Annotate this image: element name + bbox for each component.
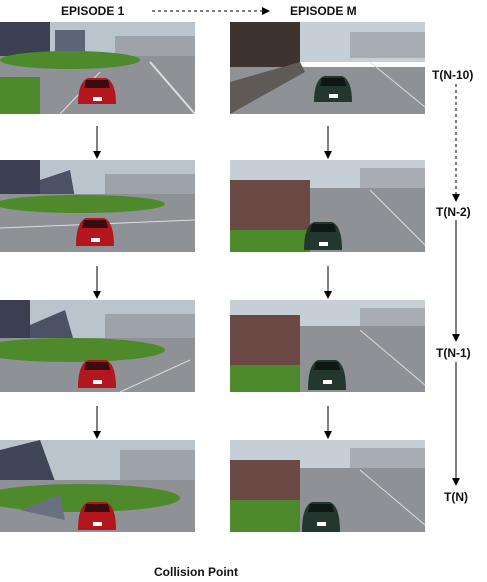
street-scene-image: [230, 160, 425, 252]
green-car: [308, 360, 346, 390]
episode-1-frame-t-n-2: [0, 160, 195, 252]
street-scene-image: [230, 300, 425, 392]
episode-1-frame-t-n: [0, 440, 195, 532]
time-label-n: T(N): [444, 490, 468, 504]
roundabout-scene-image: [0, 300, 195, 392]
episode-m-frame-t-n-2: [230, 160, 425, 252]
episode-1-title: EPISODE 1: [61, 4, 125, 18]
roundabout-scene-image: [0, 160, 195, 252]
time-label-n-10: T(N-10): [432, 68, 474, 82]
episode-m-title: EPISODE M: [290, 4, 357, 18]
street-scene-image: [230, 440, 425, 532]
red-car: [76, 218, 114, 246]
time-label-n-2: T(N-2): [436, 205, 471, 219]
green-car: [314, 76, 352, 102]
red-car: [78, 502, 116, 530]
green-car: [304, 222, 342, 250]
episode-1-frame-t-n-1: [0, 300, 195, 392]
roundabout-scene-image: [0, 22, 195, 114]
episode-m-frame-t-n: [230, 440, 425, 532]
episode-m-frame-t-n-10: [230, 22, 425, 114]
red-car: [78, 360, 116, 388]
roundabout-scene-image: [0, 440, 195, 532]
collision-point-caption: Collision Point: [154, 565, 238, 579]
street-scene-image: [230, 22, 425, 114]
time-label-n-1: T(N-1): [436, 346, 471, 360]
green-car: [302, 502, 340, 532]
episode-1-frame-t-n-10: [0, 22, 195, 114]
episode-m-frame-t-n-1: [230, 300, 425, 392]
red-car: [78, 78, 116, 104]
